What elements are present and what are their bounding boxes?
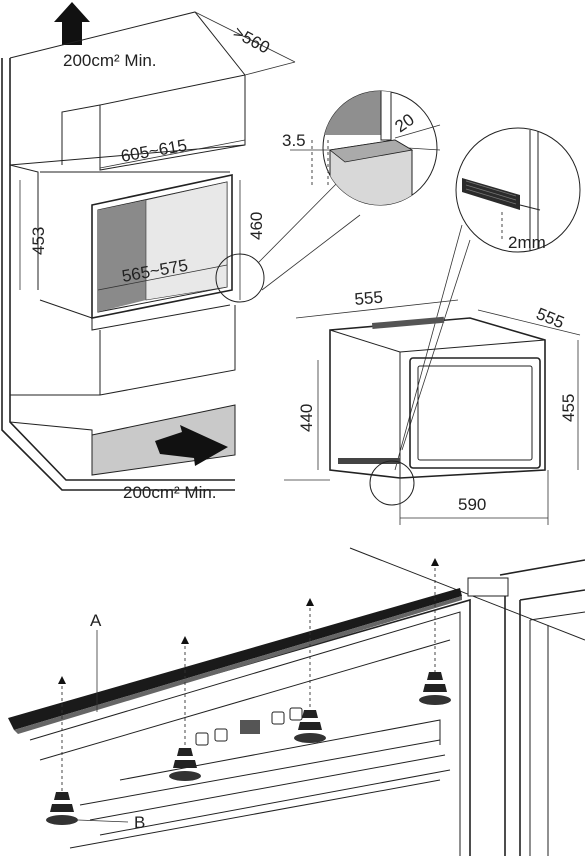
dim-depth-label: >560 (230, 23, 273, 58)
dim-20-ext (407, 147, 441, 151)
minus-icon (289, 707, 303, 721)
mounting-drawing (8, 547, 585, 856)
screw (169, 748, 201, 781)
door-frame (499, 559, 585, 856)
appliance-top (329, 329, 401, 353)
dim-width-555-line (295, 299, 459, 319)
screw-group (58, 558, 439, 800)
dim-depth-555-label: 555 (534, 304, 567, 332)
air-outlet-arrow (54, 2, 90, 45)
up-arrow-icon (58, 676, 66, 684)
trim-leader (394, 224, 463, 471)
mounting-bracket (8, 588, 462, 730)
lower-shelf (39, 299, 231, 331)
cabinet-back (9, 144, 246, 166)
dim-front-width-label: 590 (458, 495, 486, 514)
dim-depth-555-line (477, 309, 581, 336)
appliance-base (338, 458, 400, 464)
cabinet-top-inner (61, 104, 101, 165)
appliance-inner-line (29, 611, 461, 856)
dim-height-453-label: 453 (29, 227, 48, 255)
dim-height-440-label: 440 (297, 404, 316, 432)
dim-20-line (394, 124, 441, 139)
detail-leader (257, 174, 346, 264)
appliance-window (417, 365, 533, 461)
cavity-back-wall (145, 181, 228, 301)
interior-rack (119, 719, 441, 781)
callout-a-label: A (90, 611, 102, 630)
cavity-shadow (98, 200, 146, 312)
screw (419, 672, 451, 705)
display-panel (240, 720, 260, 734)
lower-shelf (10, 330, 101, 396)
up-arrow-icon (181, 636, 189, 644)
screw-b (46, 792, 78, 825)
hinge-block (467, 577, 509, 597)
callout-b-label: B (134, 813, 145, 832)
appliance-body (329, 317, 546, 479)
up-arrow-icon (306, 598, 314, 606)
plus-icon (271, 711, 285, 725)
dim-height-455-label: 455 (559, 394, 578, 422)
vent-top-label: 200cm² Min. (63, 51, 157, 70)
cabinet-wall (1, 58, 235, 491)
detail-leader (261, 214, 361, 291)
dim-depth-ext (244, 61, 296, 76)
appliance-inner-line (39, 639, 451, 761)
appliance-vent-grille (372, 316, 445, 329)
lower-plinth (9, 421, 93, 475)
screw (294, 710, 326, 743)
dim-detail-2mm-label: 2mm (508, 233, 546, 252)
dim-width-555-label: 555 (354, 288, 384, 309)
lower-shelf (99, 305, 236, 396)
cabinet-wall (9, 58, 235, 481)
power-icon (195, 732, 209, 746)
cabinet-cavity-drawing (1, 2, 361, 491)
appliance-door (409, 357, 541, 469)
appliance-drawing (284, 299, 581, 525)
interior-rack (69, 739, 451, 849)
detail-trim-circle (394, 127, 581, 471)
trim-leader (401, 239, 471, 451)
appliance-front (399, 339, 546, 478)
dim-depth-line (194, 11, 296, 63)
dim-width-line (99, 139, 246, 169)
dim-height-460-label: 460 (247, 212, 266, 240)
light-icon (214, 728, 228, 742)
dim-gap-label: 3.5 (282, 131, 306, 150)
mounting-bracket-edge (14, 596, 462, 734)
control-panel (195, 707, 303, 746)
cabinet-side (9, 164, 39, 290)
up-arrow-icon (431, 558, 439, 566)
callout-b-leader (77, 819, 129, 823)
detail-gap-circle (290, 90, 441, 206)
trim-detail-circle (369, 460, 415, 506)
cavity-frame (91, 174, 233, 319)
air-inlet-arrow (155, 425, 228, 466)
vent-bottom-label: 200cm² Min. (123, 483, 217, 502)
door-frame-inner (529, 611, 585, 856)
dim-inner-line (97, 264, 228, 291)
dim-cavity-width-label: 605~615 (119, 136, 188, 166)
detail-zoom-circle (215, 253, 265, 303)
